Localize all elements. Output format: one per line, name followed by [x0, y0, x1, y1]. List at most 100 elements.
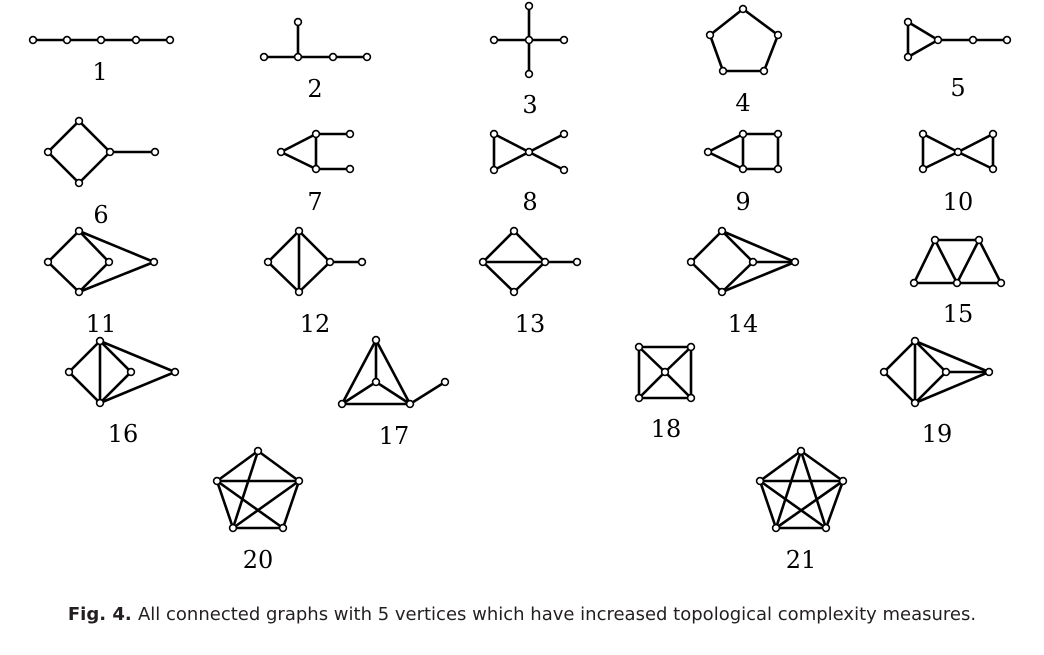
graph-vertex — [1002, 35, 1012, 45]
graph-vertex — [771, 523, 781, 533]
graph-vertex — [634, 342, 644, 352]
graph-vertex — [28, 35, 38, 45]
graph-vertex — [509, 287, 519, 297]
graph-vertex — [686, 257, 696, 267]
graph-edge — [977, 238, 1003, 285]
graph-3: 3 — [489, 1, 569, 119]
graph-edge — [527, 150, 566, 172]
graph-vertex — [149, 257, 159, 267]
graph-label: 3 — [522, 91, 537, 119]
graph-edge — [882, 370, 917, 405]
graph-edge — [256, 449, 301, 483]
graph-edge — [77, 150, 112, 185]
graph-6: 6 — [43, 116, 160, 229]
graph-vertex — [165, 35, 175, 45]
graph-vertex — [259, 52, 269, 62]
graph-edge — [215, 479, 235, 530]
graph-vertex — [821, 523, 831, 533]
graph-vertex — [278, 523, 288, 533]
graph-edge — [46, 229, 81, 264]
graph-label: 16 — [108, 420, 139, 448]
graph-edge — [741, 7, 780, 37]
graph-edge — [77, 260, 156, 294]
graph-vertex — [717, 287, 727, 297]
graph-20: 20 — [212, 446, 304, 574]
graph-edge — [492, 150, 531, 172]
graph-edge — [67, 370, 102, 405]
graph-vertex — [357, 257, 367, 267]
graph-17: 17 — [337, 335, 450, 450]
graph-vertex — [559, 129, 569, 139]
graph-vertex — [294, 226, 304, 236]
graph-vertex — [773, 164, 783, 174]
graph-vertex — [170, 367, 180, 377]
graph-vertex — [540, 257, 550, 267]
graph-label: 2 — [307, 75, 322, 103]
graph-edge — [512, 229, 547, 264]
graph-edge — [297, 260, 332, 294]
graph-vertex — [773, 129, 783, 139]
graph-vertex — [328, 52, 338, 62]
graph-edge — [758, 479, 778, 530]
graph-edge — [758, 479, 828, 530]
graph-vertex — [43, 257, 53, 267]
graph-edge — [512, 260, 547, 294]
graph-edge — [720, 229, 755, 264]
graph-vertex — [717, 226, 727, 236]
graph-vertex — [64, 367, 74, 377]
graph-edge — [663, 370, 693, 400]
graph-vertex — [796, 446, 806, 456]
graph-vertex — [748, 257, 758, 267]
graph-vertex — [572, 257, 582, 267]
graph-4: 4 — [705, 4, 783, 117]
graph-vertex — [95, 336, 105, 346]
graph-19: 19 — [879, 336, 994, 448]
graph-vertex — [293, 17, 303, 27]
graph-edge — [481, 229, 516, 264]
graph-vertex — [838, 476, 848, 486]
graph-edge — [708, 7, 745, 37]
graph-vertex — [918, 129, 928, 139]
graph-edge — [98, 339, 133, 374]
graph-edge — [906, 20, 940, 42]
graph-label: 7 — [307, 188, 322, 216]
graph-vertex — [105, 147, 115, 157]
graph-label: 18 — [651, 415, 682, 443]
graph-edge — [774, 479, 845, 530]
graph-edge — [637, 370, 667, 400]
graph-vertex — [293, 52, 303, 62]
graph-vertex — [933, 35, 943, 45]
graph-label: 12 — [300, 310, 331, 338]
graph-edge — [913, 370, 948, 405]
graph-vertex — [718, 66, 728, 76]
graph-edge — [340, 380, 378, 406]
graph-vertex — [126, 367, 136, 377]
graph-vertex — [362, 52, 372, 62]
graph-vertex — [903, 52, 913, 62]
graph-edge — [527, 132, 566, 154]
graph-label: 15 — [943, 300, 974, 328]
graph-edge — [706, 150, 745, 171]
graph-vertex — [968, 35, 978, 45]
graph-vertex — [337, 399, 347, 409]
graph-vertex — [879, 367, 889, 377]
graph-edge — [799, 449, 845, 483]
graph-edge — [720, 260, 797, 294]
graph-edge — [921, 132, 960, 154]
graph-edge — [215, 449, 260, 483]
graph-edge — [77, 229, 111, 264]
graph-edge — [481, 260, 516, 294]
graph-edge — [706, 132, 745, 154]
graph-vertex — [910, 398, 920, 408]
graph-vertex — [74, 226, 84, 236]
graph-edge — [340, 338, 378, 406]
graph-vertex — [988, 129, 998, 139]
graph-vertex — [509, 226, 519, 236]
graph-10: 10 — [918, 129, 998, 216]
graph-vertex — [371, 377, 381, 387]
graph-edge — [77, 229, 156, 264]
graph-vertex — [918, 164, 928, 174]
graph-edge — [689, 229, 724, 264]
graph-label: 11 — [86, 310, 117, 338]
